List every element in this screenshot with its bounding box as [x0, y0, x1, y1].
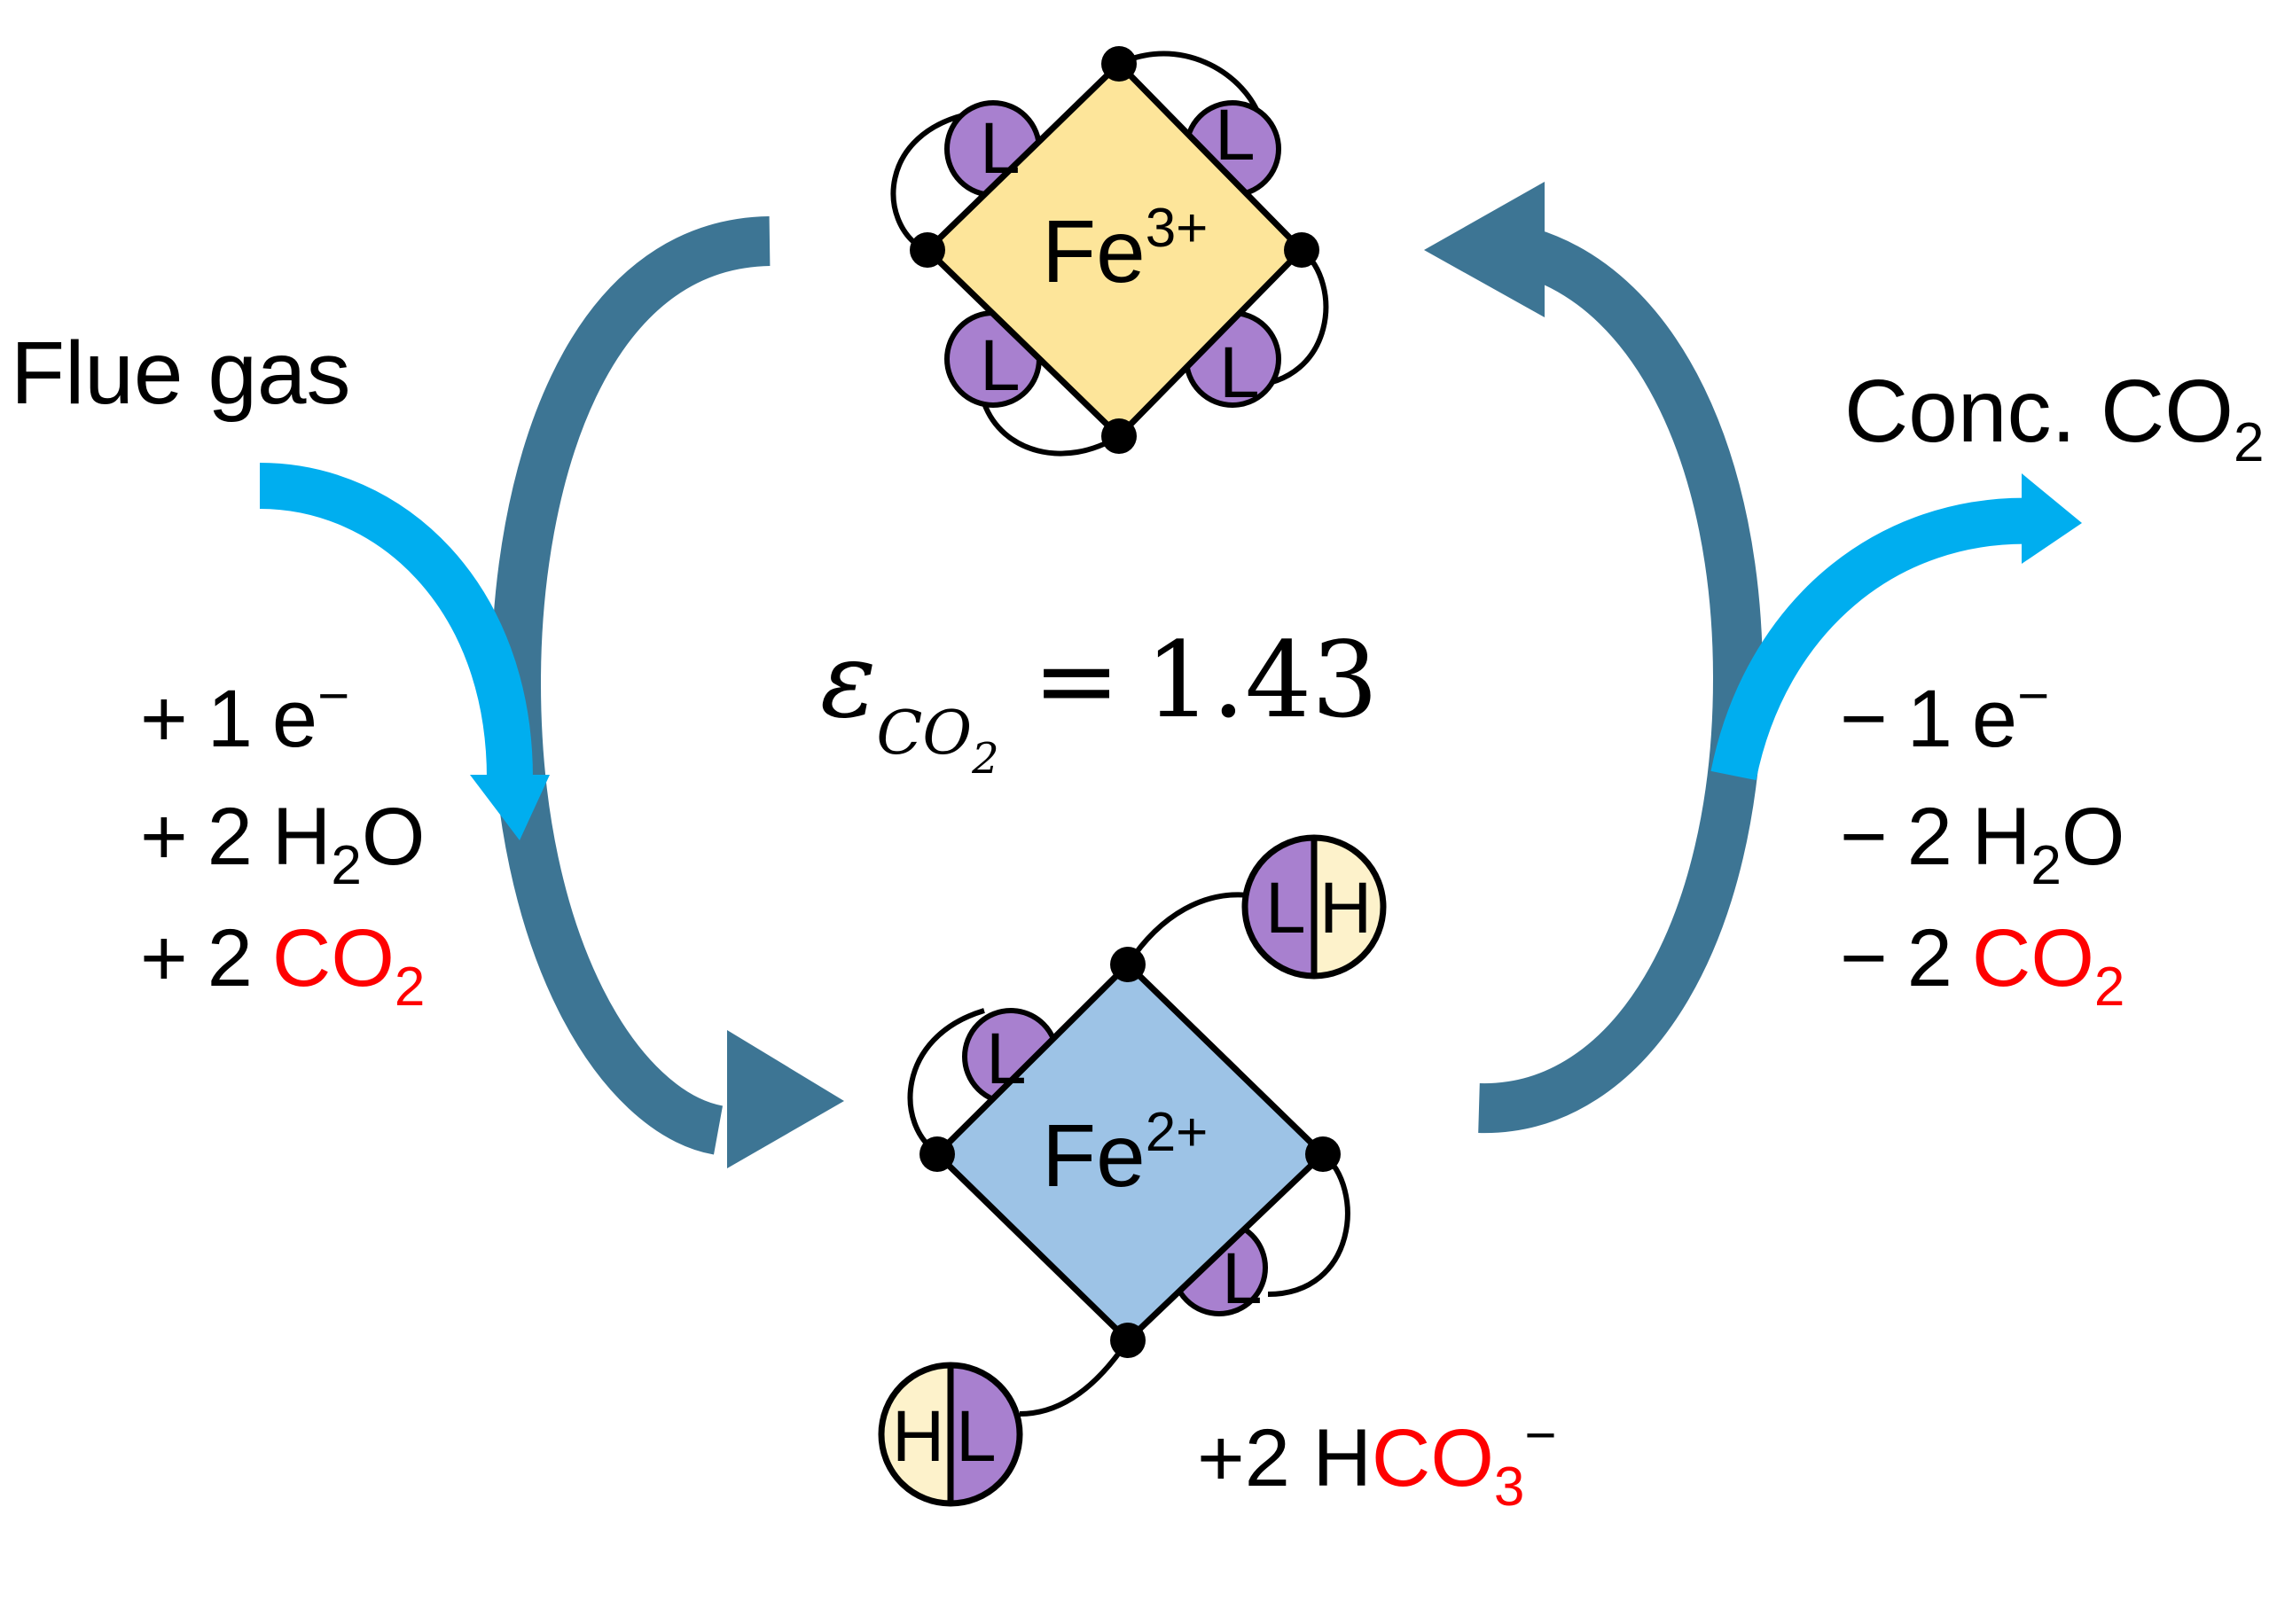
oxidation-cycle-arrow — [1478, 229, 1764, 1134]
protonated-ligand-lower: H L — [878, 1362, 1023, 1507]
fe3-label: Fe3+ — [1042, 198, 1208, 301]
ligand-label: L — [1215, 95, 1256, 176]
chelate-loop — [907, 1008, 985, 1155]
ligand-label: L — [980, 325, 1021, 406]
binding-site-dot — [1305, 1136, 1341, 1172]
fe2-complex: L L Fe2+ — [907, 892, 1350, 1417]
efficiency-equation: εCO2=1.43 — [820, 619, 1378, 784]
conc-co2-label: Conc. CO2 — [1844, 362, 2265, 473]
ligand-label: L — [1219, 332, 1260, 413]
chelate-loop — [1249, 247, 1329, 388]
chelate-loop — [1267, 1152, 1350, 1297]
ligand-link — [1125, 892, 1249, 966]
ligand-label: L — [956, 1396, 997, 1477]
chelate-loop — [890, 111, 972, 251]
binding-site-dot — [1110, 1323, 1146, 1358]
ligand-link — [1019, 1339, 1131, 1417]
proton-label: H — [1319, 868, 1372, 949]
fe3-complex: L L L L Fe3+ — [890, 46, 1329, 457]
proton-half — [1314, 838, 1383, 976]
ligand-label: L — [1265, 868, 1306, 949]
co2-release-arrow — [1710, 497, 2041, 781]
ligand-label: L — [1222, 1238, 1263, 1319]
ligand-half — [951, 1365, 1020, 1503]
chelate-loop — [1117, 51, 1262, 117]
binding-site-dot — [1110, 947, 1146, 982]
binding-site-dot — [1101, 46, 1137, 82]
binding-site-dot — [919, 1136, 955, 1172]
flue-gas-label: Flue gas — [11, 324, 351, 423]
binding-site-dot — [910, 232, 945, 268]
chelate-loop — [982, 402, 1121, 457]
binding-site-dot — [1101, 418, 1137, 454]
flue-gas-inflow-arrow — [259, 463, 533, 779]
fe2-label: Fe2+ — [1042, 1102, 1208, 1206]
co2-release-arrowhead-icon — [2022, 473, 2082, 564]
reduction-cycle-arrowhead-icon — [727, 1030, 844, 1168]
ligand-label: L — [986, 1019, 1027, 1099]
binding-site-dot — [1284, 232, 1319, 268]
ligand-label: L — [980, 108, 1021, 189]
ligand-half — [1245, 838, 1314, 976]
gas-flow-arrows — [259, 463, 2082, 840]
flue-gas-inflow-arrowhead-icon — [470, 775, 550, 840]
bicarbonate-product-label: +2 HCO3− — [1197, 1405, 1557, 1518]
protonated-ligand-upper: L H — [1241, 834, 1387, 980]
reduction-cycle-arrow — [490, 216, 771, 1155]
oxidation-cycle-arrowhead-icon — [1424, 182, 1545, 317]
proton-half — [881, 1365, 951, 1503]
proton-label: H — [892, 1396, 944, 1477]
